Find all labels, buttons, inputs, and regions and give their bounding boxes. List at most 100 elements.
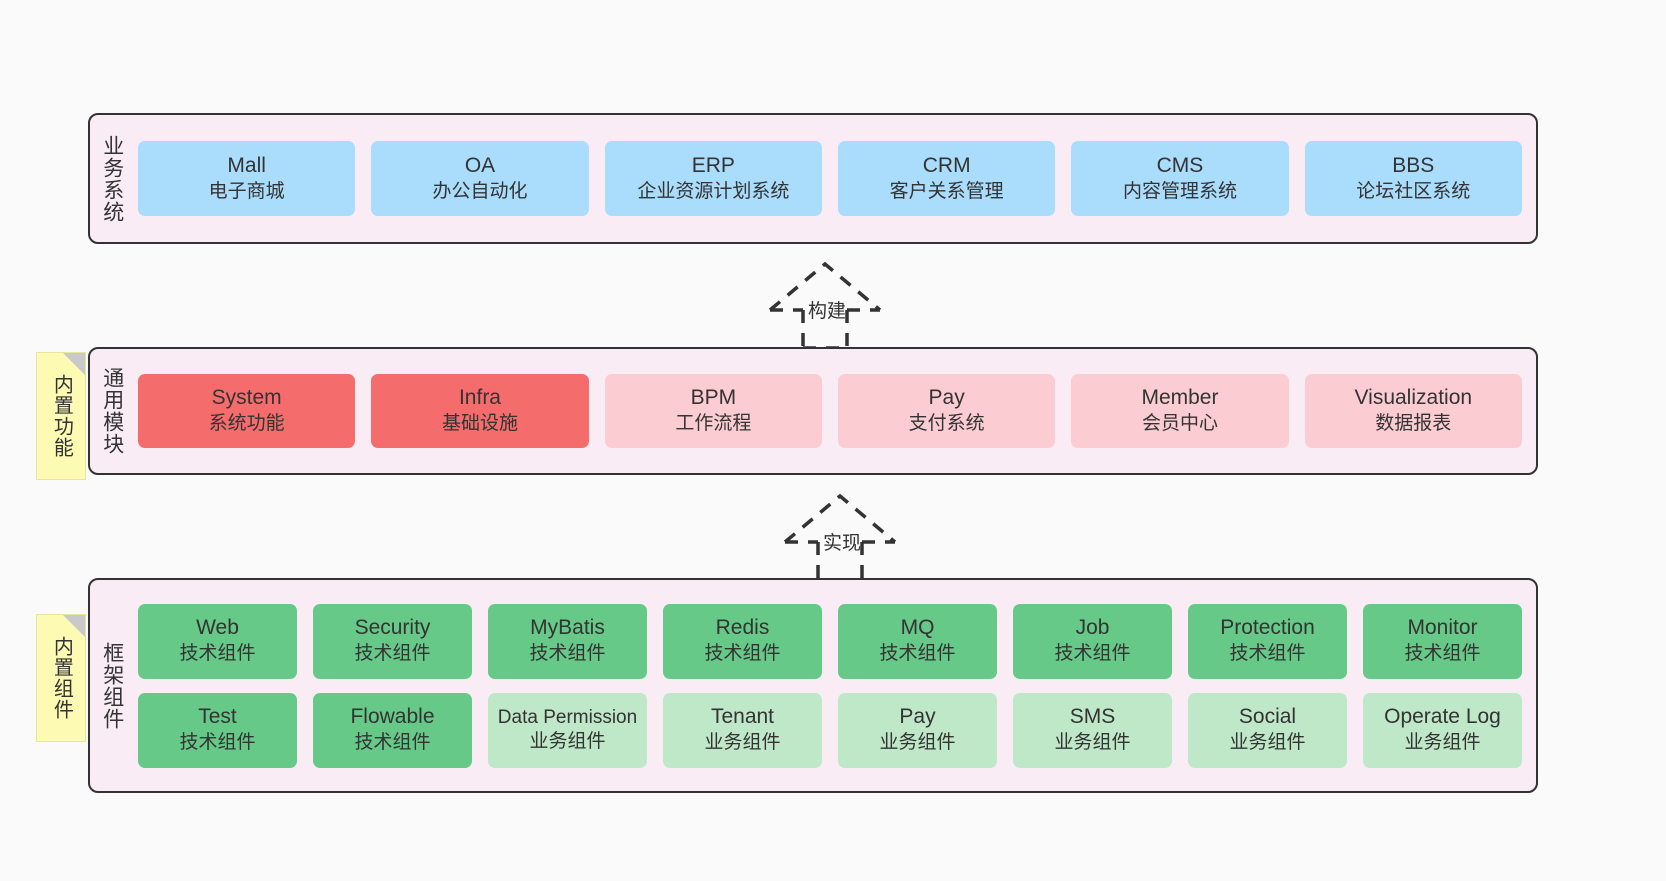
node-mybatis[interactable]: MyBatis 技术组件 bbox=[488, 603, 647, 679]
connector-build: 构建 bbox=[755, 258, 915, 350]
node-subtitle: 技术组件 bbox=[1229, 643, 1306, 665]
node-subtitle: 业务组件 bbox=[1054, 732, 1131, 754]
node-title: Pay bbox=[928, 386, 965, 410]
node-member[interactable]: Member 会员中心 bbox=[1071, 374, 1289, 448]
note-label: 内置组件 bbox=[50, 636, 73, 720]
node-pay-module[interactable]: Pay 支付系统 bbox=[837, 374, 1056, 448]
connector-implement: 实现 bbox=[770, 490, 930, 582]
node-subtitle: 技术组件 bbox=[1404, 643, 1481, 665]
layer-body-common-module: System 系统功能 Infra 基础设施 BPM 工作流程 Pay 支付系统… bbox=[134, 349, 1536, 473]
node-test[interactable]: Test 技术组件 bbox=[138, 692, 297, 768]
node-web[interactable]: Web 技术组件 bbox=[138, 603, 297, 679]
node-visualization[interactable]: Visualization 数据报表 bbox=[1304, 374, 1522, 448]
note-builtin-function: 内置功能 bbox=[36, 352, 86, 480]
node-subtitle: 会员中心 bbox=[1141, 413, 1218, 435]
node-title: BBS bbox=[1392, 153, 1435, 177]
node-title: BPM bbox=[690, 386, 737, 410]
layer-label-framework-component: 框架组件 bbox=[100, 641, 124, 730]
node-subtitle: 技术组件 bbox=[354, 732, 431, 754]
note-label: 内置功能 bbox=[50, 374, 73, 458]
node-infra[interactable]: Infra 基础设施 bbox=[371, 374, 589, 448]
node-title: Protection bbox=[1220, 616, 1315, 640]
node-row: Test 技术组件 Flowable 技术组件 Data Permission … bbox=[138, 692, 1522, 768]
node-mq[interactable]: MQ 技术组件 bbox=[838, 603, 997, 679]
node-subtitle: 业务组件 bbox=[879, 732, 956, 754]
node-security[interactable]: Security 技术组件 bbox=[313, 603, 472, 679]
layer-business-system: 业务系统 Mall 电子商城 OA 办公自动化 ERP 企业资源计划系统 CRM… bbox=[88, 113, 1538, 244]
node-title: Operate Log bbox=[1384, 705, 1501, 729]
node-protection[interactable]: Protection 技术组件 bbox=[1188, 603, 1347, 679]
node-row: System 系统功能 Infra 基础设施 BPM 工作流程 Pay 支付系统… bbox=[138, 374, 1522, 448]
node-system[interactable]: System 系统功能 bbox=[138, 374, 356, 448]
node-title: CRM bbox=[922, 153, 971, 177]
node-subtitle: 业务组件 bbox=[704, 732, 781, 754]
node-subtitle: 技术组件 bbox=[879, 643, 956, 665]
node-subtitle: 业务组件 bbox=[1404, 732, 1481, 754]
node-row: Web 技术组件 Security 技术组件 MyBatis 技术组件 Redi… bbox=[138, 603, 1522, 679]
node-title: Infra bbox=[458, 386, 501, 410]
layer-label-business-system: 业务系统 bbox=[100, 134, 124, 223]
layer-common-module: 通用模块 System 系统功能 Infra 基础设施 BPM 工作流程 Pay… bbox=[88, 347, 1538, 475]
node-title: Flowable bbox=[350, 705, 435, 729]
node-job[interactable]: Job 技术组件 bbox=[1013, 603, 1172, 679]
node-crm[interactable]: CRM 客户关系管理 bbox=[837, 141, 1056, 216]
node-sms[interactable]: SMS 业务组件 bbox=[1013, 692, 1172, 768]
note-fold-corner bbox=[63, 353, 85, 375]
node-operate-log[interactable]: Operate Log 业务组件 bbox=[1363, 692, 1522, 768]
connector-implement-label: 实现 bbox=[823, 533, 862, 554]
node-redis[interactable]: Redis 技术组件 bbox=[663, 603, 822, 679]
node-subtitle: 论坛社区系统 bbox=[1356, 180, 1471, 202]
node-subtitle: 技术组件 bbox=[179, 643, 256, 665]
layer-body-framework-component: Web 技术组件 Security 技术组件 MyBatis 技术组件 Redi… bbox=[134, 580, 1536, 791]
node-title: SMS bbox=[1069, 705, 1116, 729]
node-subtitle: 业务组件 bbox=[529, 731, 606, 752]
layer-body-business-system: Mall 电子商城 OA 办公自动化 ERP 企业资源计划系统 CRM 客户关系… bbox=[134, 115, 1536, 242]
node-subtitle: 办公自动化 bbox=[432, 180, 528, 202]
node-title: System bbox=[211, 386, 282, 410]
node-oa[interactable]: OA 办公自动化 bbox=[371, 141, 589, 216]
node-cms[interactable]: CMS 内容管理系统 bbox=[1071, 141, 1289, 216]
node-title: Tenant bbox=[710, 705, 775, 729]
node-subtitle: 数据报表 bbox=[1375, 413, 1452, 435]
node-title: ERP bbox=[691, 153, 735, 177]
node-data-permission[interactable]: Data Permission 业务组件 bbox=[488, 692, 647, 768]
node-title: Data Permission bbox=[497, 706, 638, 728]
node-flowable[interactable]: Flowable 技术组件 bbox=[313, 692, 472, 768]
node-title: Redis bbox=[715, 616, 770, 640]
node-title: Social bbox=[1238, 705, 1297, 729]
node-subtitle: 系统功能 bbox=[208, 413, 285, 435]
node-title: Pay bbox=[899, 705, 936, 729]
node-title: Mall bbox=[227, 153, 266, 177]
node-bpm[interactable]: BPM 工作流程 bbox=[604, 374, 822, 448]
node-monitor[interactable]: Monitor 技术组件 bbox=[1363, 603, 1522, 679]
node-title: Security bbox=[354, 616, 431, 640]
node-subtitle: 技术组件 bbox=[529, 643, 606, 665]
node-title: CMS bbox=[1156, 153, 1204, 177]
node-erp[interactable]: ERP 企业资源计划系统 bbox=[604, 141, 822, 216]
layer-framework-component: 框架组件 Web 技术组件 Security 技术组件 MyBatis 技术组件… bbox=[88, 578, 1538, 793]
node-subtitle: 内容管理系统 bbox=[1122, 180, 1237, 202]
node-title: Web bbox=[196, 616, 239, 640]
node-subtitle: 业务组件 bbox=[1229, 732, 1306, 754]
node-title: Test bbox=[198, 705, 237, 729]
node-title: Visualization bbox=[1354, 386, 1473, 410]
node-subtitle: 技术组件 bbox=[354, 643, 431, 665]
node-tenant[interactable]: Tenant 业务组件 bbox=[663, 692, 822, 768]
layer-label-common-module: 通用模块 bbox=[100, 367, 124, 455]
node-subtitle: 工作流程 bbox=[675, 413, 752, 435]
node-subtitle: 基础设施 bbox=[441, 413, 518, 435]
node-subtitle: 技术组件 bbox=[704, 643, 781, 665]
node-subtitle: 电子商城 bbox=[208, 180, 285, 202]
node-subtitle: 客户关系管理 bbox=[889, 180, 1004, 202]
node-title: Job bbox=[1075, 616, 1110, 640]
node-subtitle: 技术组件 bbox=[1054, 643, 1131, 665]
node-row: Mall 电子商城 OA 办公自动化 ERP 企业资源计划系统 CRM 客户关系… bbox=[138, 141, 1522, 216]
note-builtin-component: 内置组件 bbox=[36, 614, 86, 742]
node-pay-component[interactable]: Pay 业务组件 bbox=[838, 692, 997, 768]
node-mall[interactable]: Mall 电子商城 bbox=[138, 141, 356, 216]
node-title: MQ bbox=[900, 616, 935, 640]
node-subtitle: 企业资源计划系统 bbox=[637, 180, 790, 202]
node-social[interactable]: Social 业务组件 bbox=[1188, 692, 1347, 768]
node-bbs[interactable]: BBS 论坛社区系统 bbox=[1304, 141, 1522, 216]
